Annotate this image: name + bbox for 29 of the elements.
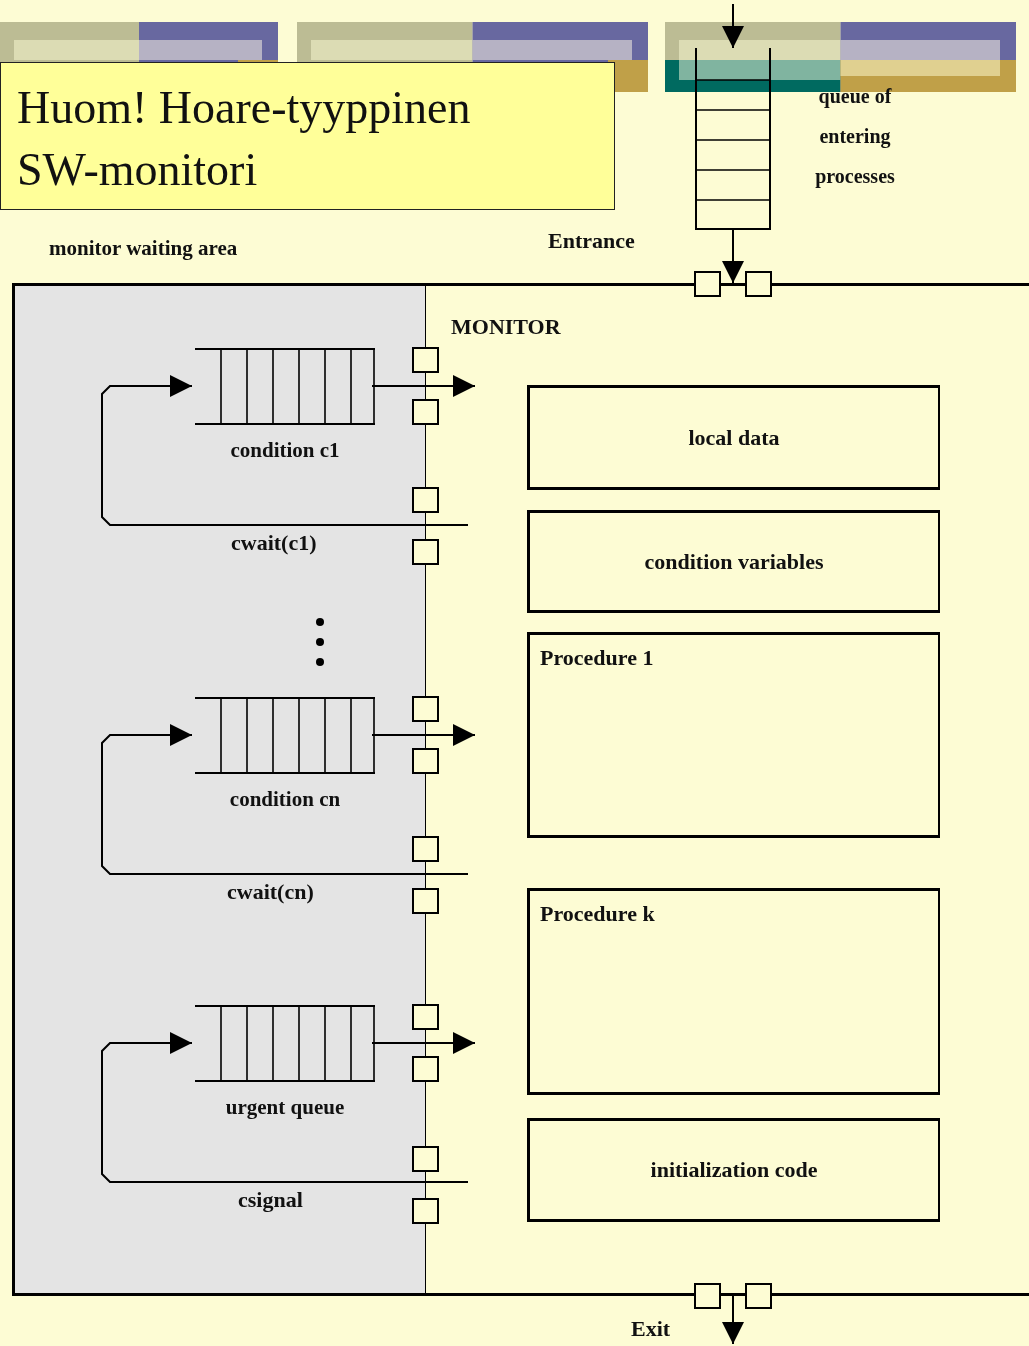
procedure-label: Procedure 1 (540, 645, 654, 671)
queue-label: condition c1 (229, 438, 341, 463)
entry-queue (695, 48, 771, 230)
queue-caption: queue of entering processes (814, 84, 896, 190)
arrow (101, 1032, 469, 1183)
procedure-box (527, 888, 940, 1095)
queue-label: condition cn (228, 787, 342, 812)
procedure-box (527, 632, 940, 838)
monitor-section-box (527, 510, 940, 613)
arrow (371, 1032, 476, 1054)
arrow (722, 229, 744, 284)
monitor-label: MONITOR (451, 314, 561, 340)
arrow (101, 375, 469, 526)
monitor-section-box (527, 385, 940, 490)
area-heading: monitor waiting area (49, 236, 238, 261)
arrow (371, 724, 476, 746)
procedure-label: Procedure k (540, 901, 655, 927)
title-text: Huom! Hoare-tyyppinen SW-monitori (17, 81, 472, 197)
monitor-section-box (527, 1118, 940, 1222)
title-box (0, 62, 615, 210)
arrow (101, 724, 469, 875)
section-label: condition variables (643, 547, 825, 576)
condition-queue (195, 1005, 375, 1120)
arrow (722, 1295, 744, 1345)
arrow (371, 375, 476, 397)
arrow (722, 3, 744, 49)
queue-label: urgent queue (224, 1095, 346, 1120)
section-label: initialization code (649, 1156, 819, 1184)
section-label: local data (687, 423, 781, 452)
